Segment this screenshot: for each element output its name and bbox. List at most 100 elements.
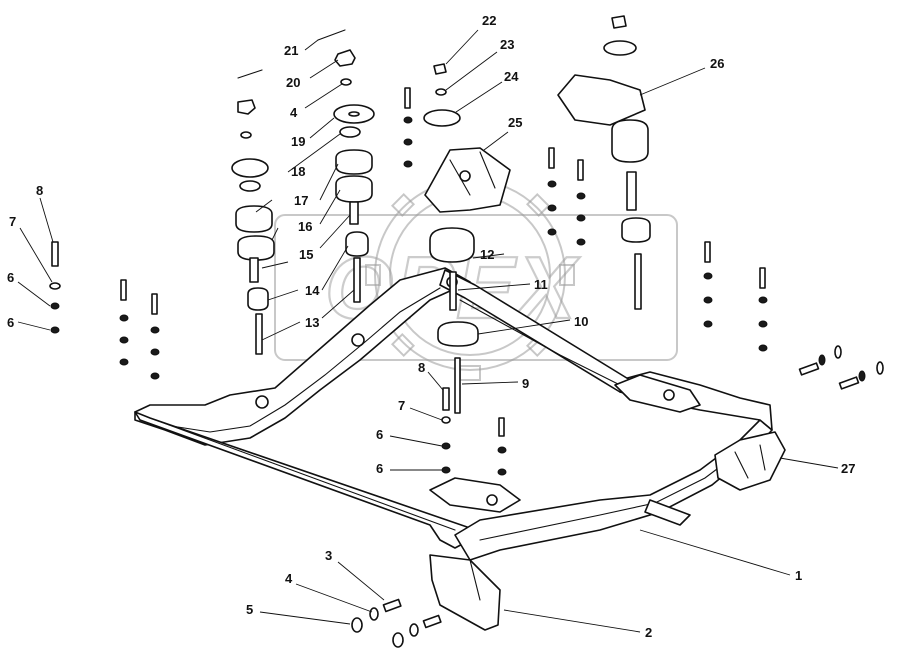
nut-center-a1	[403, 116, 413, 124]
cushion-left-17	[235, 205, 273, 233]
callout-4-lower: 4	[285, 571, 293, 586]
callout-6-left-b: 6	[7, 315, 14, 330]
engine-bracket	[424, 147, 511, 213]
callout-7-center: 7	[398, 398, 405, 413]
frame-hole-4	[486, 494, 498, 506]
nut-6-left-b	[50, 326, 60, 334]
cushion-26-top	[603, 40, 637, 56]
left-mount-stack	[231, 29, 375, 355]
cushion-12	[429, 227, 475, 263]
right-bracket-assembly	[557, 15, 651, 310]
washer-18-upper	[339, 126, 361, 138]
leader-lines	[17, 29, 839, 633]
bolt-center-c	[577, 159, 584, 181]
bolt-center-b	[548, 147, 555, 169]
watermark-plate	[274, 214, 678, 361]
callout-24: 24	[504, 69, 519, 84]
nut-22	[433, 63, 447, 75]
callout-10: 10	[574, 314, 588, 329]
callout-1: 1	[795, 568, 802, 583]
nut-center-low-a	[497, 446, 507, 454]
front-bracket-edge	[469, 559, 481, 601]
left-rail-edge	[164, 287, 441, 433]
bolt-lateral-a	[798, 362, 820, 376]
bolt-right-b	[759, 267, 766, 289]
washer-left-small	[239, 180, 261, 192]
callout-20: 20	[286, 75, 300, 90]
callout-2: 2	[645, 625, 652, 640]
spacer-sleeve-right	[349, 201, 359, 225]
spacer-26	[626, 171, 637, 211]
spacer-sleeve-left	[249, 257, 259, 283]
callout-21: 21	[284, 43, 298, 58]
callout-18: 18	[291, 164, 305, 179]
callout-12: 12	[480, 247, 494, 262]
callout-23: 23	[500, 37, 514, 52]
nut-col-1a	[119, 314, 129, 322]
hardware-columns	[49, 87, 884, 648]
castle-nut-upper	[334, 49, 356, 67]
nut-right-a3	[703, 320, 713, 328]
nut-center-a2	[403, 138, 413, 146]
washer-23	[435, 88, 447, 96]
frame-hole-1	[255, 395, 269, 409]
front-bracket	[429, 554, 501, 631]
rear-support-ribs	[734, 444, 766, 479]
bolt-13-right	[353, 257, 361, 303]
callout-13: 13	[305, 315, 319, 330]
washer-upper	[340, 78, 352, 86]
callout-labels: 21 20 4 19 18 17 16 15 14 13 22 23 24 25…	[7, 13, 855, 640]
frame-hole-2	[351, 333, 365, 347]
cushion-16	[335, 175, 373, 203]
nut-right-b3	[758, 344, 768, 352]
callout-25: 25	[508, 115, 522, 130]
center-mount-stack	[423, 63, 479, 414]
bolt-26-long	[634, 253, 642, 310]
cushion-14-right	[345, 231, 369, 257]
nut-col-1c	[119, 358, 129, 366]
bolt-col-1	[120, 279, 127, 301]
bolt-center-low	[498, 417, 505, 437]
base-plate	[134, 411, 471, 549]
washer-lateral-a2	[834, 345, 842, 359]
nut-center-b1	[547, 180, 557, 188]
rear-support-bracket	[714, 431, 786, 491]
washer-lateral-b1	[858, 370, 866, 382]
nut-center-c2	[576, 214, 586, 222]
nut-right-b1	[758, 296, 768, 304]
callout-22: 22	[482, 13, 496, 28]
nut-center-c3	[576, 238, 586, 246]
nut-center-b3	[547, 228, 557, 236]
bolt-center-a	[404, 87, 411, 109]
washer-4	[369, 607, 379, 621]
bolt-col-2	[151, 293, 158, 315]
cushion-26-bottom	[621, 217, 651, 243]
nut-6-center-b	[441, 466, 451, 474]
nut-center-c1	[576, 192, 586, 200]
bolt-3b	[422, 614, 442, 629]
cotter-pin-a	[237, 69, 263, 79]
nut-center-b2	[547, 204, 557, 212]
callout-14: 14	[305, 283, 320, 298]
bolt-8-left	[51, 241, 59, 267]
callout-3: 3	[325, 548, 332, 563]
cushion-26-lower	[611, 119, 649, 163]
washer-5b	[392, 632, 404, 648]
cushion-10	[437, 321, 479, 347]
nut-center-low-b	[497, 468, 507, 476]
callout-26: 26	[710, 56, 724, 71]
nut-6-center-a	[441, 442, 451, 450]
bolt-right-a	[704, 241, 711, 263]
rear-right-pad	[614, 374, 701, 413]
washer-5	[351, 617, 363, 633]
nut-col-2b	[150, 348, 160, 356]
callout-6-center-b: 6	[376, 461, 383, 476]
frame-hole-5	[663, 389, 675, 401]
washer-lateral-b2	[876, 361, 884, 375]
washer-7-left	[49, 282, 61, 290]
callout-27: 27	[841, 461, 855, 476]
washer-lateral-a1	[818, 354, 826, 366]
cotter-pin-b	[317, 29, 346, 41]
frame-flange	[644, 499, 691, 526]
